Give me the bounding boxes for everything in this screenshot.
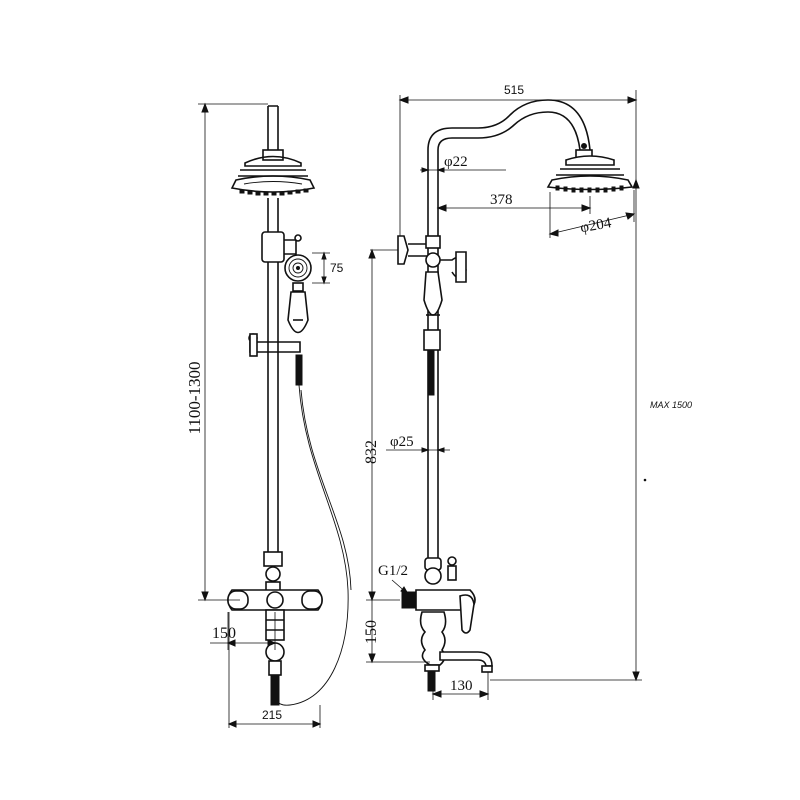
side-head-diameter-label: φ204 (579, 215, 613, 236)
front-height-dimension: 1100-1300 (185, 102, 268, 602)
side-view: 515 φ22 378 φ204 832 φ25 (363, 83, 692, 700)
side-spout-height-dimension: 150 (363, 600, 430, 664)
side-hand-shower (423, 271, 443, 396)
side-rail-height-dimension: 832 (363, 248, 400, 602)
side-head-offset-dimension: 378 (436, 192, 592, 214)
side-max-height-label: MAX 1500 (650, 400, 692, 410)
front-handshower-dimension: 75 (312, 251, 344, 285)
side-pipe-diameter-label: φ25 (390, 434, 414, 450)
side-max-height-dimension: MAX 1500 (490, 178, 692, 682)
front-mixer-body (227, 589, 323, 641)
front-view: 1100-1300 75 150 215 (185, 102, 352, 728)
side-thread-dimension: G1/2 (378, 563, 410, 596)
side-spout (424, 651, 493, 692)
front-mixer-dimension: 150 (210, 612, 277, 650)
front-total-label: 215 (262, 708, 282, 722)
side-total-width-dimension: 515 (398, 83, 638, 236)
front-diverter (263, 551, 283, 593)
front-hose (272, 384, 349, 706)
side-spout-height-label: 150 (363, 620, 380, 644)
side-thread-label: G1/2 (378, 563, 408, 579)
front-bottom-connector (265, 642, 285, 706)
side-spout-length-label: 130 (450, 678, 473, 694)
side-rail-height-label: 832 (363, 440, 380, 464)
side-gooseneck-outer (427, 99, 591, 236)
front-shower-head (230, 149, 316, 196)
front-total-dimension: 215 (227, 612, 322, 728)
side-pipe-diameter-dimension: φ25 (386, 434, 450, 453)
side-mixer (401, 556, 476, 666)
front-handshower-label: 75 (330, 261, 344, 275)
side-gooseneck-inner (437, 111, 581, 236)
front-hose-clip (248, 333, 303, 386)
front-mixer-label: 150 (212, 625, 236, 642)
front-top-pipe (267, 105, 279, 150)
side-total-width-label: 515 (504, 83, 524, 97)
front-hand-shower (284, 254, 312, 334)
side-pipe-top-diameter-dimension: φ22 (420, 154, 506, 173)
front-height-label: 1100-1300 (185, 361, 204, 434)
front-slider-bracket (261, 231, 302, 263)
side-head-offset-label: 378 (490, 192, 513, 208)
side-shower-head (546, 155, 634, 193)
side-spout-length-dimension: 130 (431, 672, 490, 700)
side-wall-bracket (397, 235, 467, 283)
side-pipe-top-diameter-label: φ22 (444, 154, 468, 170)
side-head-diameter-dimension: φ204 (548, 190, 636, 238)
